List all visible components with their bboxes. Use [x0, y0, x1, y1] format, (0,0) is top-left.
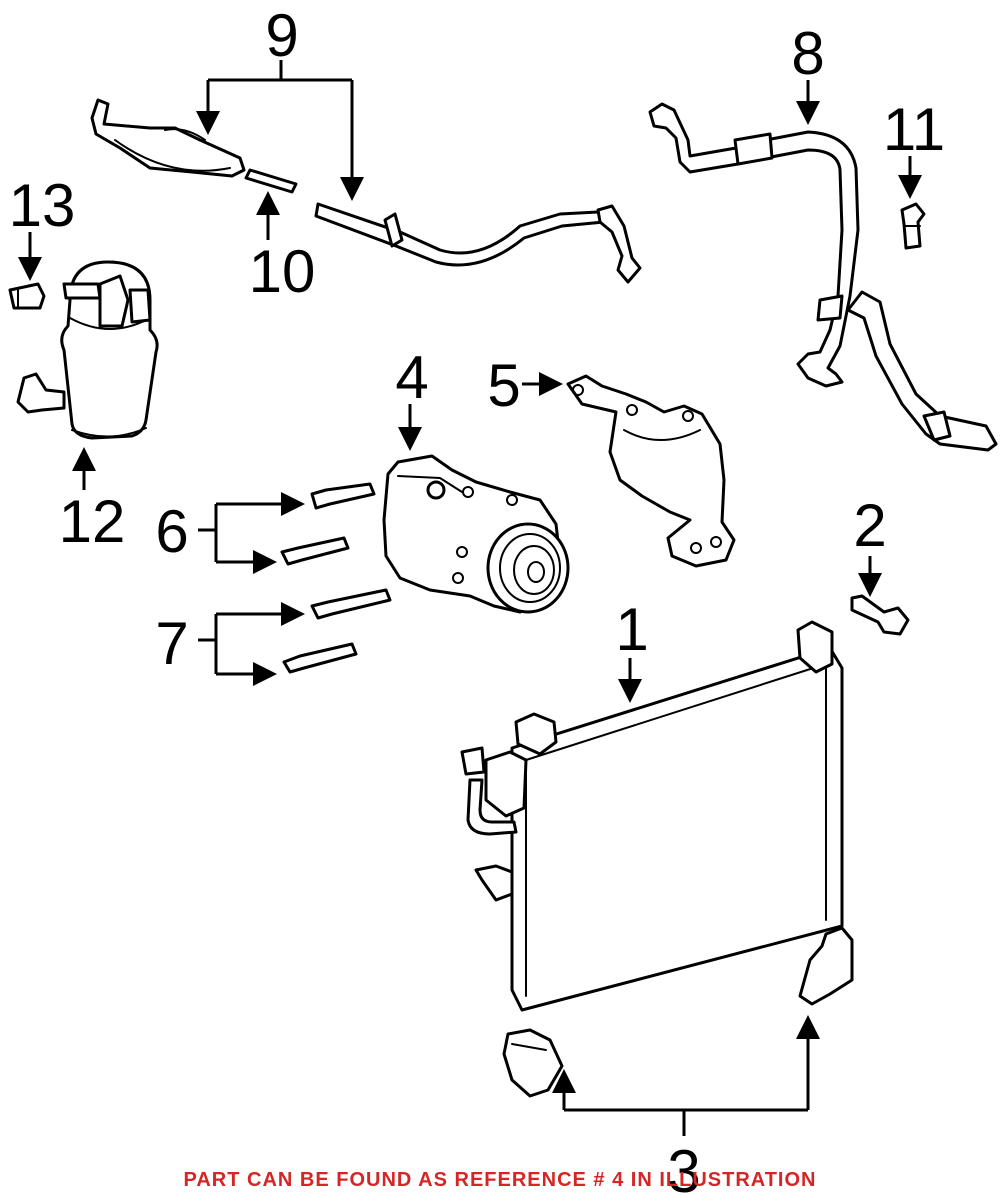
callout-11: 11	[883, 96, 945, 163]
condenser-part-1	[460, 620, 844, 1012]
o-ring-part-10	[244, 168, 298, 194]
callout-4: 4	[395, 344, 428, 411]
callout-3: 3	[667, 1138, 700, 1196]
isolator-part-3-left	[502, 1028, 564, 1098]
callout-2: 2	[853, 492, 886, 559]
reference-note: PART CAN BE FOUND AS REFERENCE # 4 IN IL…	[184, 1169, 817, 1191]
callout-10: 10	[249, 238, 316, 305]
discharge-hose-part-8	[648, 102, 998, 452]
callout-1: 1	[615, 596, 648, 663]
callout-8: 8	[791, 20, 824, 87]
callout-9: 9	[265, 2, 298, 69]
callout-5: 5	[487, 352, 520, 419]
isolator-part-3-right	[798, 926, 854, 1006]
callout-12: 12	[59, 488, 126, 555]
ac-hose-assembly-part-9	[90, 98, 642, 284]
pressure-switch-part-11	[900, 202, 926, 250]
bolts-part-7	[282, 588, 392, 674]
callout-13: 13	[9, 172, 76, 239]
compressor-bracket-part-5	[566, 374, 736, 568]
ac-compressor-part-4	[382, 454, 570, 614]
bolt-part-2	[850, 594, 910, 636]
fitting-part-13	[8, 282, 46, 310]
bolts-part-6	[280, 482, 376, 566]
callout-6: 6	[155, 498, 188, 565]
leader-lines	[18, 60, 922, 1136]
callout-7: 7	[155, 610, 188, 677]
receiver-drier-part-12	[16, 260, 159, 440]
